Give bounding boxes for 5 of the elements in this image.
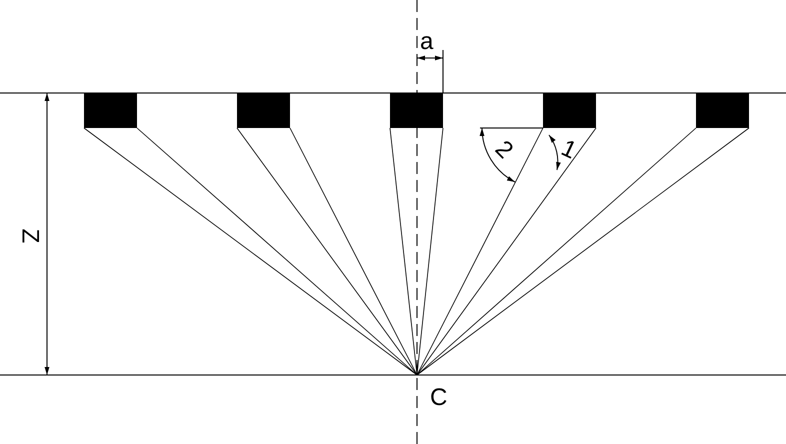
angle-label: 2 (490, 136, 517, 164)
angle-label: 1 (558, 136, 580, 164)
point-label: C (430, 386, 448, 410)
dimension-label: Z (17, 228, 42, 244)
dimension-label: a (420, 30, 434, 54)
